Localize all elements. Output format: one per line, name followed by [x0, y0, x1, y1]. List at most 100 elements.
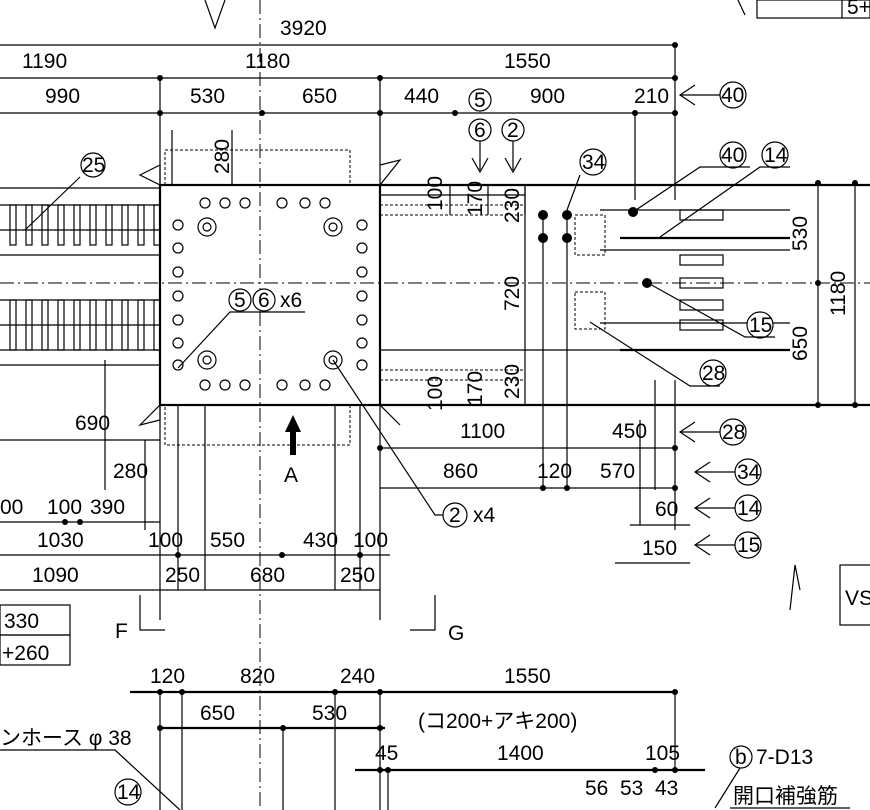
callout-25: 25 — [82, 154, 105, 177]
callout-14c: 14 — [117, 781, 141, 804]
callout-34: 34 — [582, 151, 606, 174]
qty-x6: x6 — [280, 289, 302, 312]
bolt-hole — [197, 350, 217, 370]
dim-60: 60 — [655, 498, 678, 521]
dim-b-530: 530 — [312, 702, 347, 725]
dim-450: 450 — [612, 420, 647, 443]
dim-120: 120 — [537, 460, 572, 483]
callout-6: 6 — [474, 119, 486, 142]
dim-170-top: 170 — [464, 181, 487, 216]
dim-230-bottom: 230 — [501, 364, 524, 399]
section-label-f: F — [115, 620, 128, 643]
rebar — [137, 299, 145, 351]
label-top-right: 5+ — [847, 0, 870, 19]
rebar — [9, 299, 17, 351]
dim-650: 650 — [302, 85, 337, 108]
callout-34b: 34 — [737, 461, 761, 484]
dim-720: 720 — [501, 276, 524, 311]
anchor-hole — [172, 337, 184, 349]
dim-100-top: 100 — [424, 176, 447, 211]
dim-00: 00 — [0, 496, 23, 519]
anchor-hole — [356, 290, 368, 302]
rebar — [9, 204, 17, 246]
callout-b: b — [735, 746, 747, 769]
dim-b-120: 120 — [150, 665, 185, 688]
dim-1190: 1190 — [22, 50, 67, 73]
dim-b-820: 820 — [240, 665, 275, 688]
anchor-hole — [239, 379, 251, 391]
top-dimensions: 3920 1190 1180 1550 990 530 650 440 900 … — [0, 0, 678, 200]
bolt-hole-inner — [328, 355, 338, 365]
anchor-hole — [199, 379, 211, 391]
rebar — [25, 299, 33, 351]
bolt-hole — [323, 350, 343, 370]
dim-1100: 1100 — [460, 420, 505, 443]
anchor-hole — [172, 290, 184, 302]
anchor-hole — [219, 379, 231, 391]
rebar — [121, 204, 129, 246]
bolt-hole — [323, 217, 343, 237]
anchor-hole — [219, 197, 231, 209]
callout-14: 14 — [764, 144, 788, 167]
rebar — [105, 299, 113, 351]
dim-550: 550 — [210, 529, 245, 552]
dim-100c: 100 — [353, 529, 388, 552]
dim-1180: 1180 — [245, 50, 290, 73]
anchor-hole — [276, 197, 288, 209]
anchor-hole — [299, 379, 311, 391]
dim-1030: 1030 — [37, 529, 84, 552]
dim-100: 100 — [47, 496, 82, 519]
rebar — [153, 204, 161, 246]
dim-b-1400: 1400 — [497, 742, 544, 765]
dim-b-240: 240 — [340, 665, 375, 688]
anchor-hole — [299, 197, 311, 209]
anchor-hole — [356, 337, 368, 349]
dim-b-53: 53 — [620, 777, 643, 800]
level-260: +260 — [2, 642, 49, 665]
dim-b-45: 45 — [375, 742, 398, 765]
anchor-hole — [356, 219, 368, 231]
callout-40: 40 — [721, 84, 744, 107]
label-7-d13: 7-D13 — [756, 746, 813, 769]
anchor-holes — [172, 197, 368, 391]
rebar — [57, 204, 65, 246]
base-plate: 280 — [138, 130, 402, 446]
rebar — [89, 299, 97, 351]
bolt-hole-inner — [202, 222, 212, 232]
anchor-hole — [356, 314, 368, 326]
label-hose: ンホース φ 38 — [0, 727, 132, 750]
dim-690: 690 — [75, 412, 110, 435]
callouts: 40 5 6 2 25 34 40 14 5 6 x6 15 28 28 34 … — [24, 81, 790, 559]
dim-1090: 1090 — [32, 564, 79, 587]
label-vs: VS — [845, 587, 870, 610]
anchor-hole — [172, 242, 184, 254]
dim-530-vert: 530 — [789, 216, 812, 251]
rebar — [105, 204, 113, 246]
dim-b-105: 105 — [645, 742, 680, 765]
anchor-hole — [172, 359, 184, 371]
dim-100b: 100 — [148, 529, 183, 552]
anchor-hole — [319, 197, 331, 209]
callout-2b: 2 — [449, 504, 461, 527]
dim-650-vert: 650 — [789, 326, 812, 361]
dim-1550: 1550 — [504, 50, 551, 73]
anchor-hole — [356, 242, 368, 254]
callout-28: 28 — [702, 362, 725, 385]
rebar-grid-left — [0, 187, 161, 530]
dim-3920: 3920 — [280, 17, 327, 40]
dim-210: 210 — [634, 85, 669, 108]
dim-100-bottom: 100 — [424, 376, 447, 411]
view-arrow-icon — [285, 415, 301, 455]
dim-530: 530 — [190, 85, 225, 108]
dim-170-bottom: 170 — [464, 371, 487, 406]
dim-b-56: 56 — [585, 777, 608, 800]
level-330: 330 — [4, 610, 39, 633]
section-label-a: A — [284, 464, 298, 487]
anchor-hole — [172, 219, 184, 231]
dim-430: 430 — [303, 529, 338, 552]
bottom-section: 120 820 240 1550 650 530 (コ200+アキ200) 45… — [0, 665, 850, 810]
anchor-hole — [172, 266, 184, 278]
dim-250b: 250 — [340, 564, 375, 587]
qty-x4: x4 — [473, 504, 496, 527]
rebar — [41, 299, 49, 351]
